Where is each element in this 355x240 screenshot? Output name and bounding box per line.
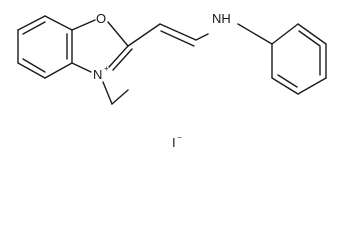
vinyl-linker [127,23,273,47]
methyl-end-bond [111,89,129,105]
iodide-charge: − [177,133,182,142]
benzo-ring [17,15,73,79]
chemical-structure-diagram: O N + NH I − [17,11,327,150]
oxazole-ring [71,19,133,73]
n-methyl-bond [102,81,113,105]
amine-nh-label: NH [212,11,231,26]
oxygen-atom-label: O [96,11,106,26]
phenyl-ring [271,23,327,95]
ring-nitrogen-charge: + [104,64,109,73]
ring-nitrogen-label: N [93,67,102,82]
iodide-label: I [172,135,176,150]
